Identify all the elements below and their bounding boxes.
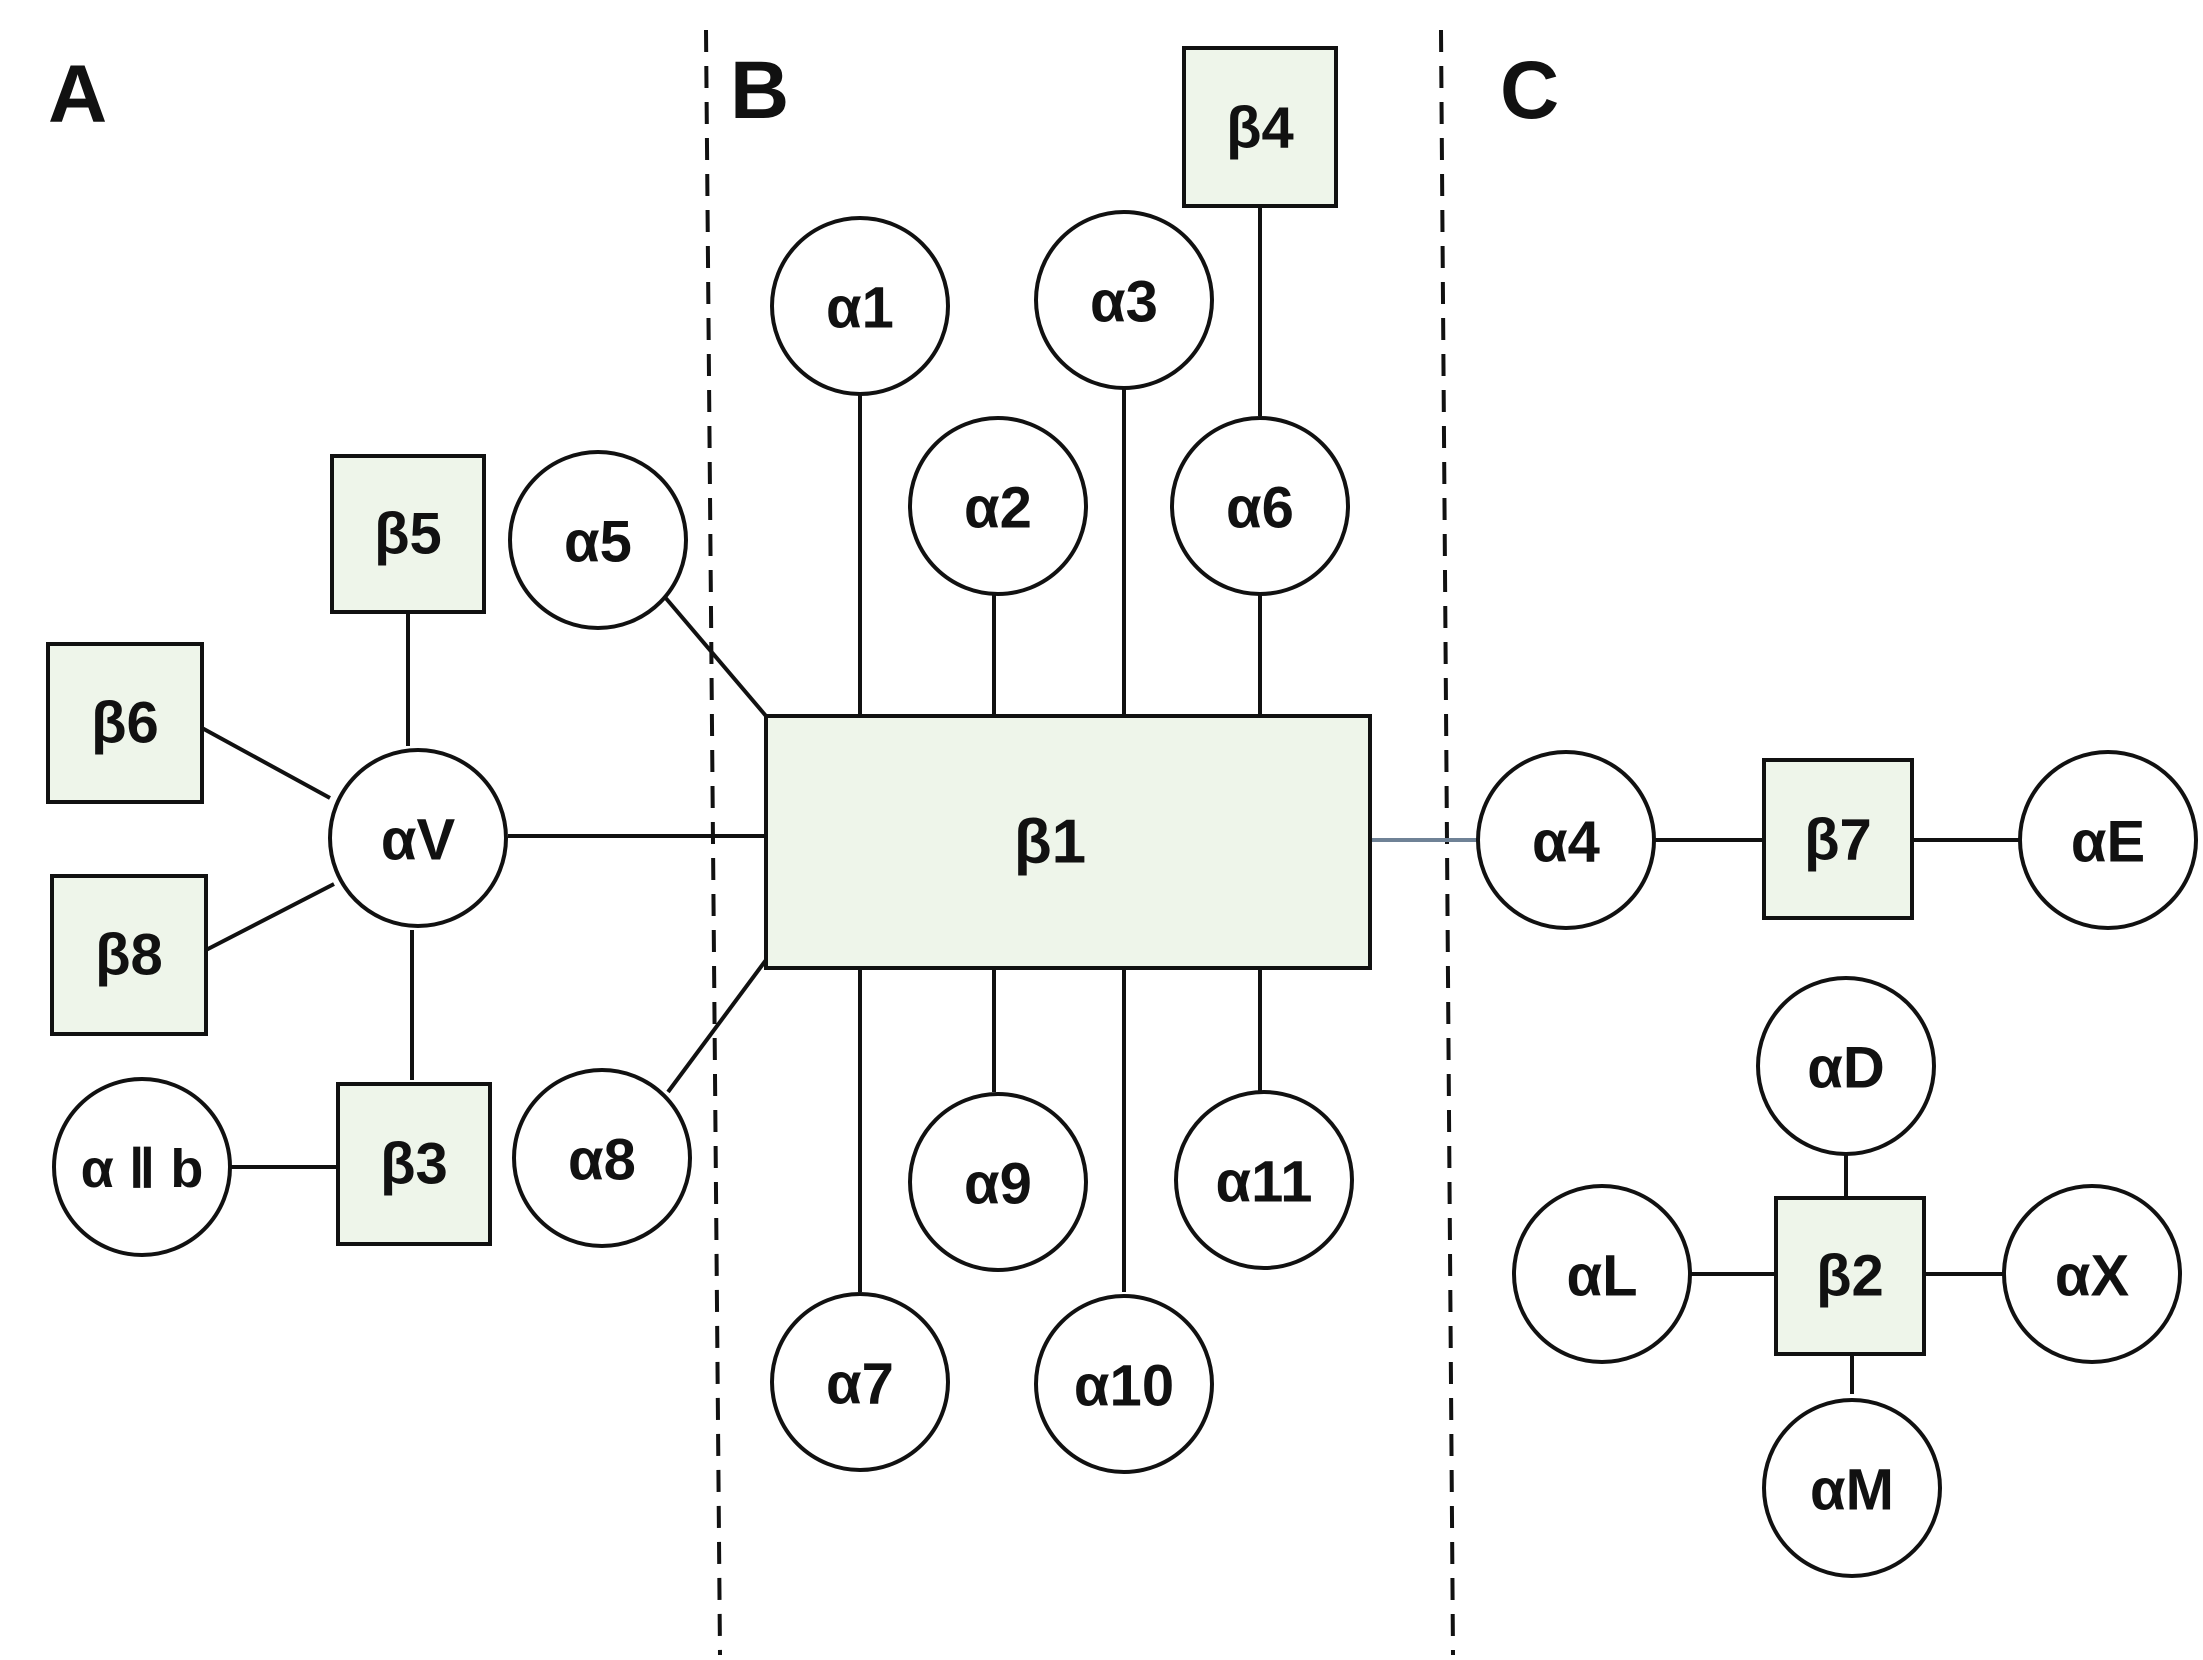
node-alpha2-label: α2 (964, 476, 1032, 541)
edge-alpha8-beta1 (666, 958, 768, 1094)
node-alpha10-circle (1034, 1294, 1214, 1474)
node-beta1-box (764, 714, 1372, 970)
node-beta8-box (50, 874, 208, 1036)
node-beta7-label: β7 (1804, 808, 1872, 873)
node-alpha4-circle (1476, 750, 1656, 930)
node-alpha6-label: α6 (1226, 476, 1294, 541)
node-alpha6-circle (1170, 416, 1350, 596)
node-beta8-label: β8 (95, 923, 163, 988)
node-alpha1-label: α1 (826, 276, 894, 341)
node-alpha3-circle (1034, 210, 1214, 390)
node-beta3-box (336, 1082, 492, 1246)
node-alpha2-circle (908, 416, 1088, 596)
node-alphaIIb-label: α Ⅱ b (81, 1139, 204, 1199)
node-beta5-box (330, 454, 486, 614)
node-beta3-label: β3 (380, 1132, 448, 1197)
node-beta4-label: β4 (1226, 96, 1294, 161)
node-alpha7-label: α7 (826, 1352, 894, 1417)
node-alphaD-label: αD (1807, 1036, 1885, 1101)
panel-label-a: A (48, 49, 107, 140)
node-alpha1-circle (770, 216, 950, 396)
node-alpha5-label: α5 (564, 510, 632, 575)
node-alphaM-label: αM (1810, 1458, 1894, 1523)
node-beta4-box (1182, 46, 1338, 208)
node-alphaX-circle (2002, 1184, 2182, 1364)
node-alphaV-circle (328, 748, 508, 928)
panel-label-b: B (730, 45, 789, 136)
node-alphaV-label: αV (381, 808, 456, 873)
node-alphaL-circle (1512, 1184, 1692, 1364)
node-alpha10-label: α10 (1074, 1354, 1174, 1419)
node-beta7-box (1762, 758, 1914, 920)
node-alpha9-label: α9 (964, 1152, 1032, 1217)
divider-a-b (704, 29, 722, 1656)
node-alpha8-label: α8 (568, 1128, 636, 1193)
node-alphaE-circle (2018, 750, 2198, 930)
node-alphaL-label: αL (1566, 1244, 1637, 1309)
node-alpha8-circle (512, 1068, 692, 1248)
node-beta5-label: β5 (374, 502, 442, 567)
node-alphaE-label: αE (2071, 810, 2145, 875)
node-alpha7-circle (770, 1292, 950, 1472)
node-alpha3-label: α3 (1090, 270, 1158, 335)
node-alpha11-label: α11 (1216, 1150, 1313, 1215)
edge-beta6-alphaV (201, 726, 331, 800)
node-beta2-label: β2 (1816, 1244, 1884, 1309)
node-alphaX-label: αX (2055, 1244, 2130, 1309)
beta-squares (46, 46, 1926, 1356)
edge-beta8-alphaV (205, 882, 335, 952)
node-labels: β4 β5 β6 β8 β3 β1 β7 β2 α1 α2 α3 α5 α6 α… (81, 96, 2146, 1523)
alpha-circles (52, 210, 2198, 1578)
node-alpha5-circle (508, 450, 688, 630)
connectors (201, 206, 2020, 1394)
node-alphaD-circle (1756, 976, 1936, 1156)
divider-b-c (1439, 29, 1455, 1656)
panel-label-c: C (1500, 45, 1559, 136)
node-beta6-label: β6 (91, 691, 159, 756)
node-alphaM-circle (1762, 1398, 1942, 1578)
node-alpha11-circle (1174, 1090, 1354, 1270)
node-alpha4-label: α4 (1532, 810, 1600, 875)
node-beta1-label: β1 (1014, 808, 1086, 877)
node-alphaIIb-circle (52, 1077, 232, 1257)
node-alpha9-circle (908, 1092, 1088, 1272)
edge-alpha5-beta1 (662, 594, 768, 718)
node-beta2-box (1774, 1196, 1926, 1356)
node-beta6-box (46, 642, 204, 804)
